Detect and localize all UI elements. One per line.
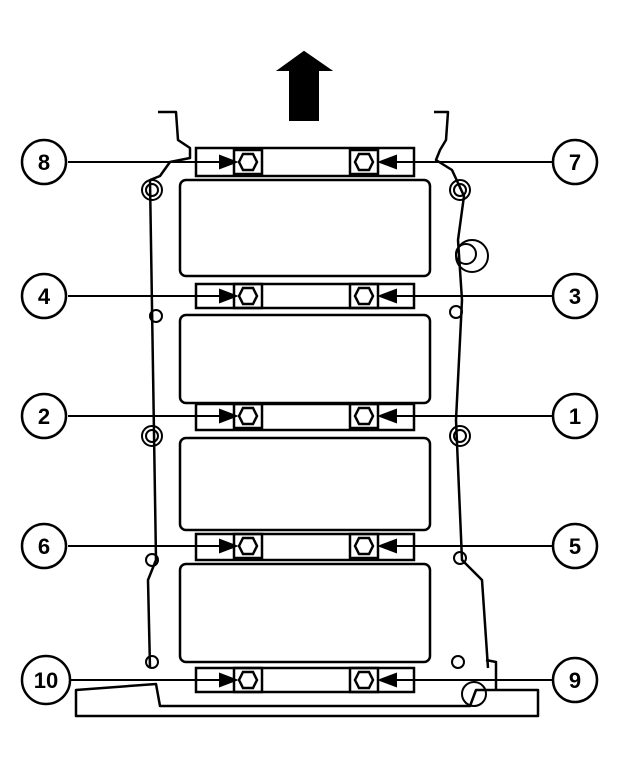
hex-bolt-icon: [348, 666, 380, 694]
callout-10-label: 10: [34, 668, 58, 693]
callout-2-label: 2: [38, 404, 50, 429]
front-arrow-icon: [275, 50, 334, 121]
callouts: 8 7 4 3 2 1 6 5: [20, 138, 599, 706]
callout-3: 3: [551, 272, 599, 320]
hex-bolt-icon: [348, 148, 380, 176]
bay-3: [178, 436, 432, 532]
bearing-caps: [194, 146, 416, 694]
hex-bolt-icon: [348, 402, 380, 430]
bolts: [232, 148, 380, 694]
bearing-frame: [74, 110, 540, 718]
callout-1-label: 1: [569, 404, 581, 429]
callout-10: 10: [20, 654, 72, 706]
callout-9-label: 9: [569, 668, 581, 693]
callout-9: 9: [551, 656, 599, 704]
callout-8: 8: [20, 138, 68, 186]
callout-4: 4: [20, 272, 68, 320]
callout-8-label: 8: [38, 150, 50, 175]
callout-1: 1: [551, 392, 599, 440]
hex-bolt-icon: [348, 282, 380, 310]
callout-6: 6: [20, 522, 68, 570]
bay-4: [178, 562, 432, 664]
hex-bolt-icon: [348, 532, 380, 560]
callout-5: 5: [551, 522, 599, 570]
mount-holes: [141, 179, 489, 707]
callout-2: 2: [20, 392, 68, 440]
leader-lines: [68, 154, 552, 688]
callout-5-label: 5: [569, 534, 581, 559]
callout-4-label: 4: [38, 284, 51, 309]
callout-7-label: 7: [569, 150, 581, 175]
bay-2: [178, 313, 432, 405]
callout-7: 7: [551, 138, 599, 186]
bay-1: [178, 178, 432, 278]
callout-3-label: 3: [569, 284, 581, 309]
callout-6-label: 6: [38, 534, 50, 559]
